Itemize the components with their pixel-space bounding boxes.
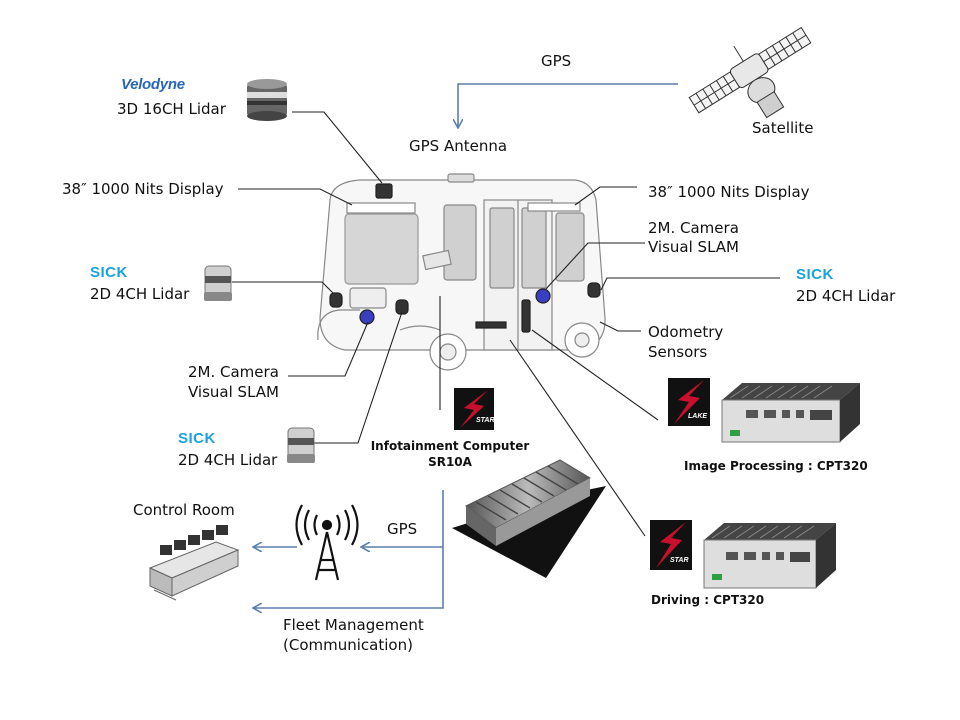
gps-satellite-arrow (458, 83, 678, 127)
shuttle-vehicle (317, 173, 606, 371)
odometry-label-1: Odometry (648, 323, 724, 341)
sick-lidar-left-top-label: 2D 4CH Lidar (90, 285, 190, 303)
lidar-puck-icon (247, 79, 287, 121)
starlake-text: STAR (476, 417, 495, 424)
fleet-management-label-1: Fleet Management (283, 616, 424, 634)
gps-label-bottom: GPS (387, 520, 418, 538)
starlake-text: STAR (670, 557, 689, 564)
starlake-logo-icon: LAKE (668, 378, 710, 426)
velodyne-logo: Velodyne (121, 76, 185, 93)
sick-lidar-icon (287, 427, 315, 463)
velodyne-lidar-label: 3D 16CH Lidar (117, 100, 226, 118)
camera-right-label-2: Visual SLAM (648, 238, 739, 256)
sick-lidar-left-bottom-label: 2D 4CH Lidar (178, 451, 278, 469)
satellite-label: Satellite (752, 119, 814, 137)
starlake-logo-icon: STAR (454, 388, 495, 430)
sick-logo-left-top: SICK (90, 264, 128, 281)
communication-lines (254, 490, 444, 608)
camera-left-label-1: 2M. Camera (188, 363, 279, 381)
display-left-label: 38″ 1000 Nits Display (62, 180, 224, 198)
odometry-label-2: Sensors (648, 343, 708, 361)
control-room-label: Control Room (133, 501, 235, 519)
starlake-logo-icon: STAR (650, 520, 692, 570)
computer-box-icon (452, 459, 606, 578)
callout-lines (232, 111, 780, 537)
fleet-management-label-2: (Communication) (283, 636, 413, 654)
gps-label-top: GPS (541, 52, 572, 70)
sick-logo-left-bottom: SICK (178, 430, 216, 447)
sick-lidar-right-label: 2D 4CH Lidar (796, 287, 896, 305)
infotainment-label-1: Infotainment Computer (370, 439, 530, 453)
radio-tower-icon (295, 504, 359, 581)
gps-antenna-label: GPS Antenna (409, 137, 508, 155)
image-processing-label: Image Processing : CPT320 (684, 459, 868, 473)
driving-label: Driving : CPT320 (651, 593, 765, 607)
sick-lidar-icon (204, 265, 232, 301)
satellite-icon (688, 26, 812, 119)
display-right-label: 38″ 1000 Nits Display (648, 183, 810, 201)
camera-right-label-1: 2M. Camera (648, 219, 739, 237)
computer-box-icon (721, 383, 860, 443)
sick-logo-right: SICK (796, 266, 834, 283)
infotainment-label-2: SR10A (428, 455, 472, 469)
starlake-text: LAKE (688, 413, 707, 420)
computer-box-icon (703, 523, 836, 589)
camera-left-label-2: Visual SLAM (188, 383, 279, 401)
control-room-icon (148, 525, 240, 601)
